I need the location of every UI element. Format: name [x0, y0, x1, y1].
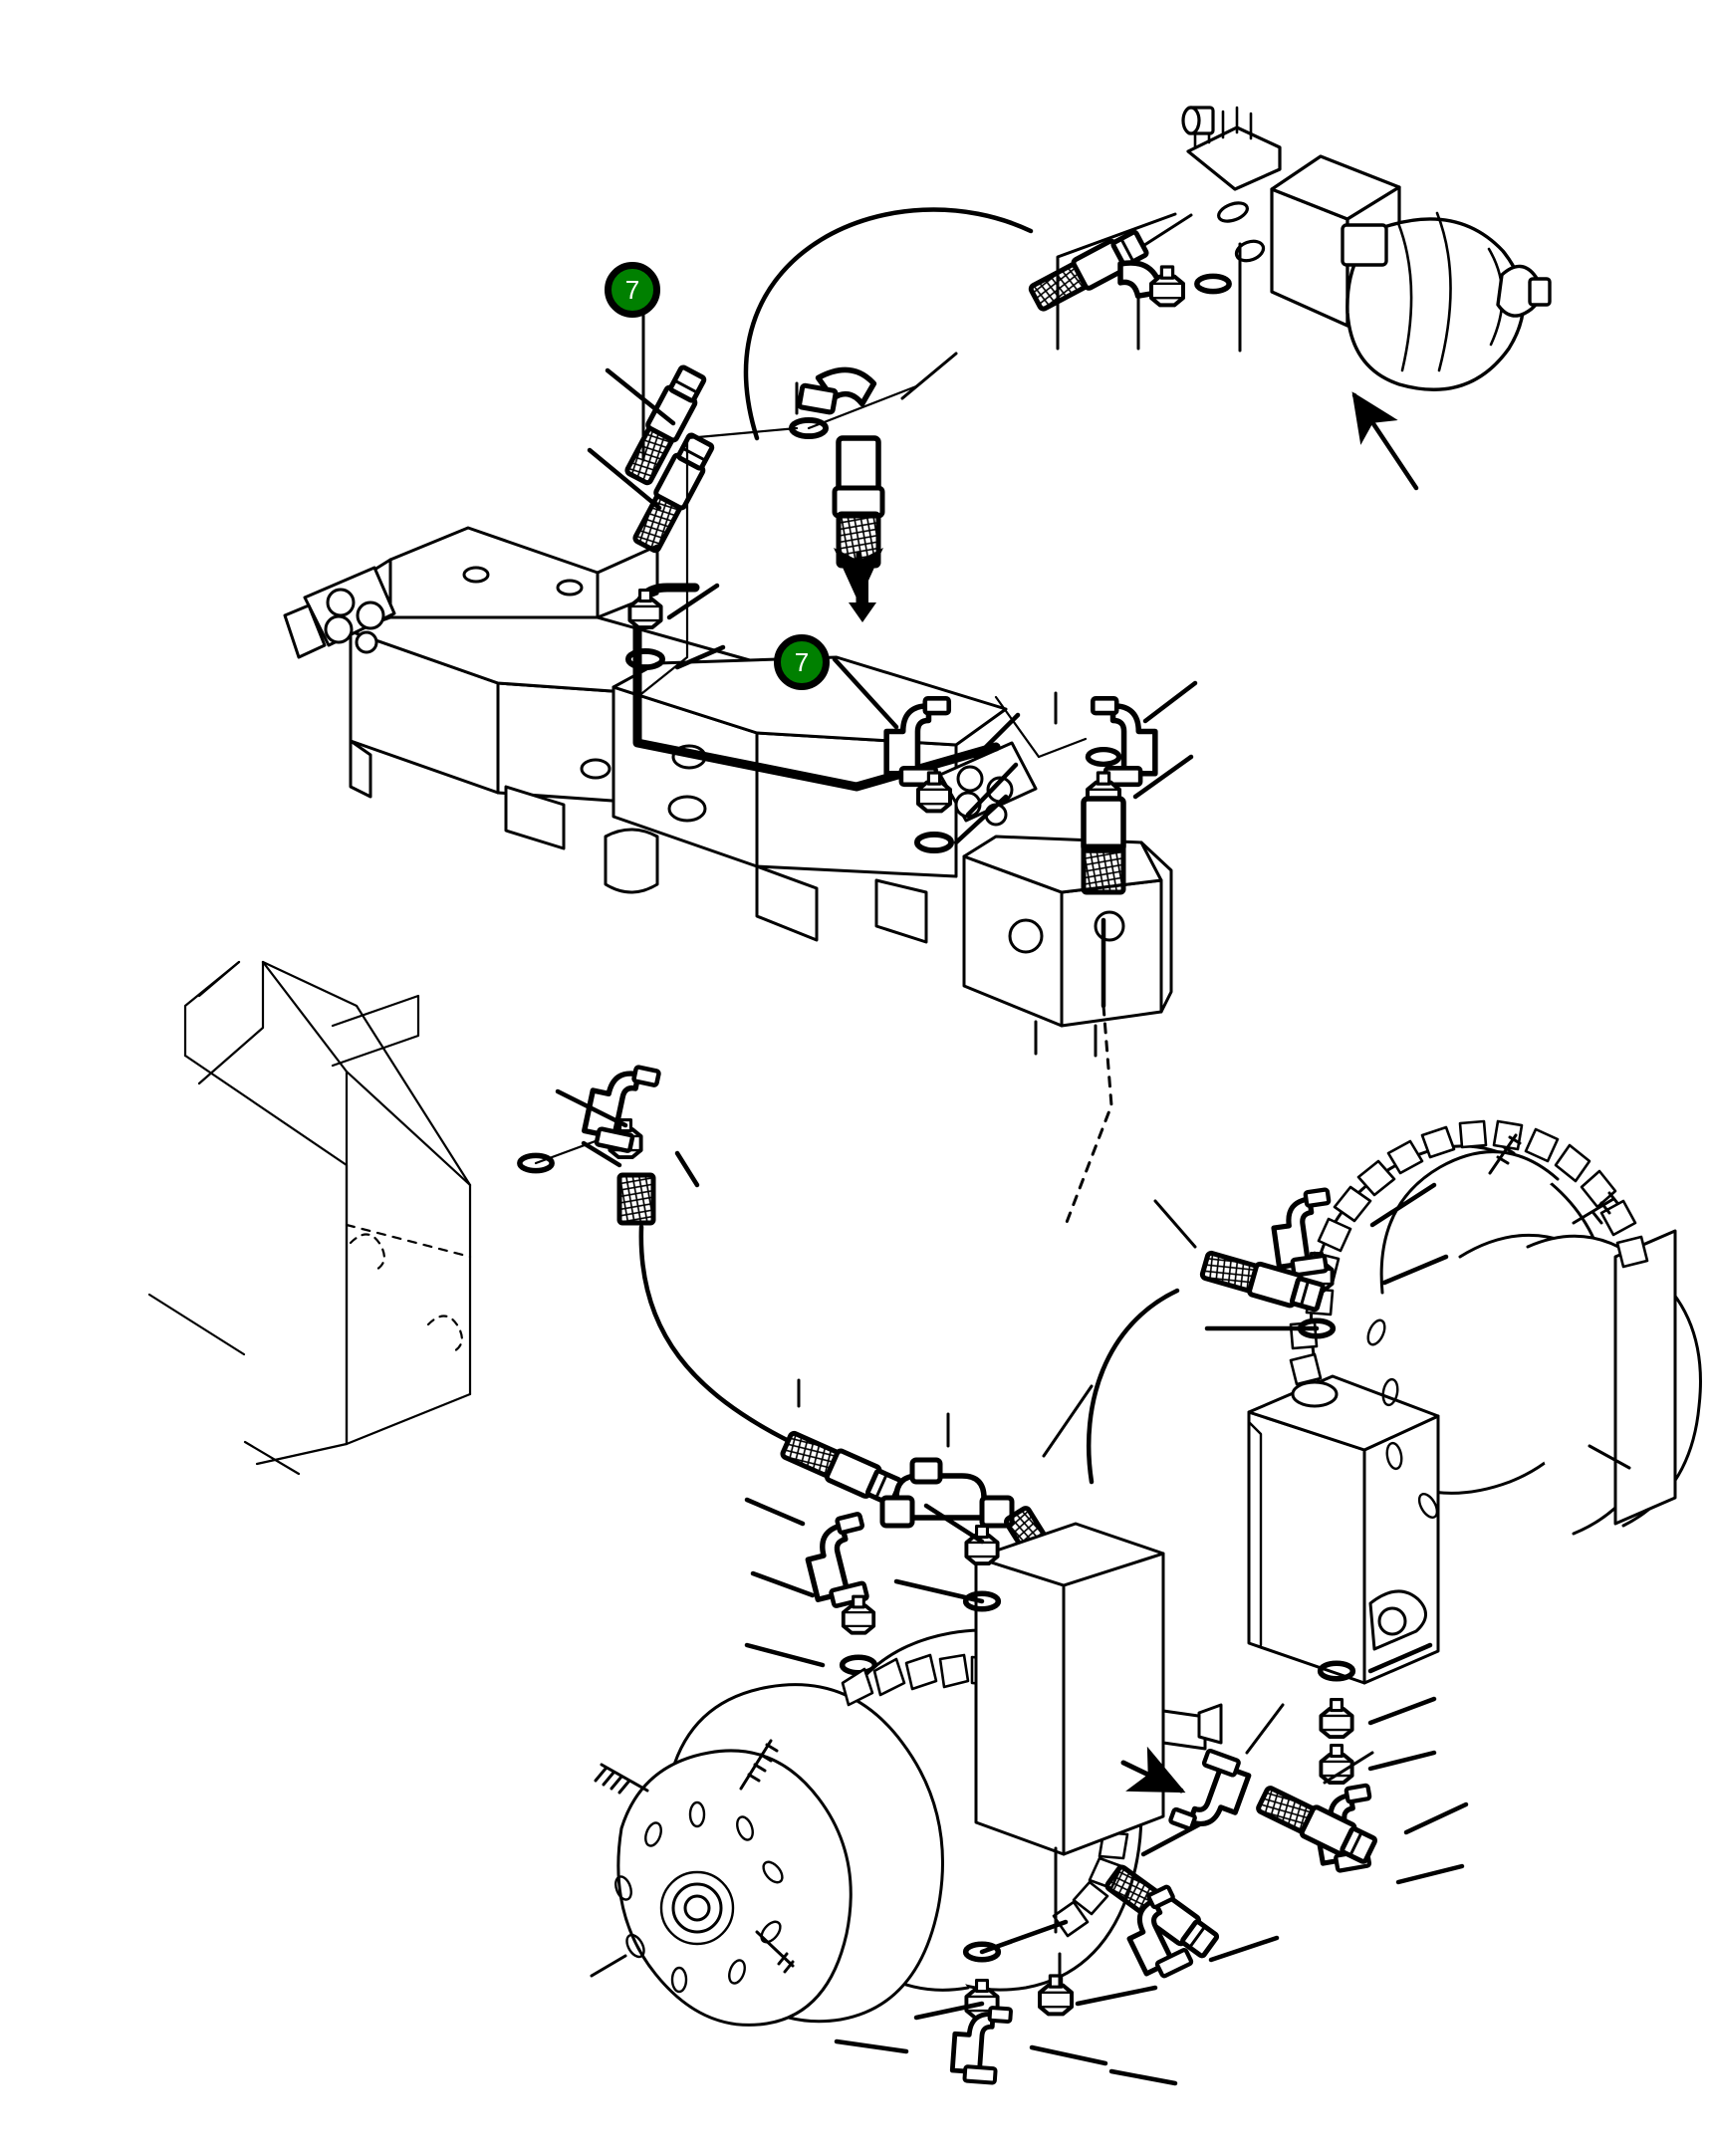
callout-badge-label: 7 [624, 275, 640, 305]
callout-badge-label: 7 [794, 647, 810, 677]
callout-badge-7-upper[interactable]: 7 [605, 262, 660, 318]
callout-badge-7-lower[interactable]: 7 [774, 634, 830, 690]
